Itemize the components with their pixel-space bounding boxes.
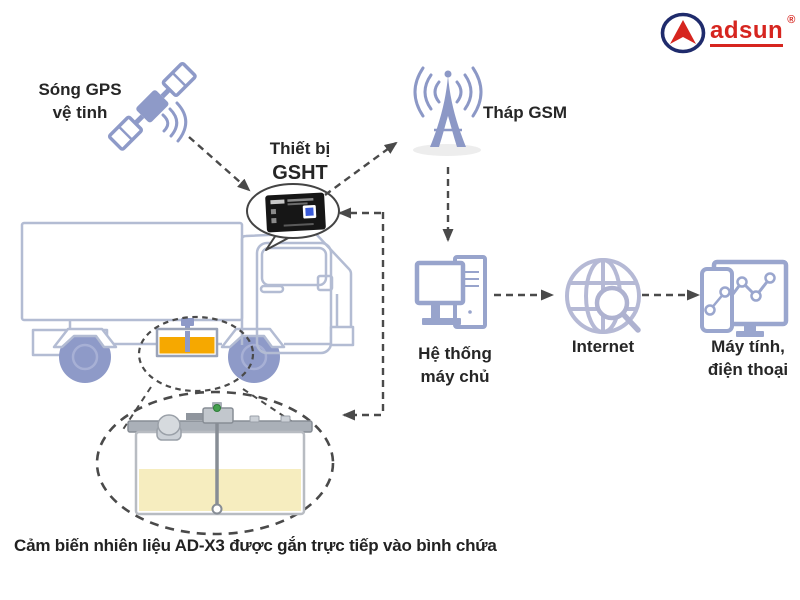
adsun-logo-icon xyxy=(660,12,706,54)
adsun-logo: adsun ® xyxy=(660,12,795,54)
label-gps-line1: Sóng GPS xyxy=(38,80,122,99)
truck-rear-wheel xyxy=(59,331,111,383)
server-computer-icon xyxy=(414,255,487,329)
zoom-detail-ellipse xyxy=(95,390,335,536)
diagram-caption: Cảm biến nhiên liệu AD-X3 được gắn trực … xyxy=(14,536,497,555)
label-internet: Internet xyxy=(571,337,635,356)
label-devices-line2: điện thoại xyxy=(707,360,789,379)
arrow-satellite-to-tracker xyxy=(188,136,251,192)
label-gsm-tower: Tháp GSM xyxy=(483,103,568,122)
label-server-line2: máy chủ xyxy=(420,367,490,386)
globe-search-icon xyxy=(565,258,641,334)
registered-mark: ® xyxy=(787,14,796,26)
truck-illustration xyxy=(20,221,355,383)
zoom-source-circle xyxy=(137,315,255,393)
truck-cargo-box xyxy=(20,221,244,322)
gps-tracker-device-icon xyxy=(265,192,326,233)
fuel-sensor-probe-icon xyxy=(186,402,234,515)
label-client-devices: Máy tính, điện thoại xyxy=(698,335,798,381)
fuel-sensor-tank-icon xyxy=(127,402,313,516)
monitor-phone-chart-icon xyxy=(700,259,789,337)
filler-cap-icon xyxy=(156,414,182,441)
label-tracker-line2: GSHT xyxy=(272,162,328,184)
label-gps-line2: vệ tinh xyxy=(52,103,108,122)
truck-front-mudguard xyxy=(220,327,286,349)
chart-line-icon xyxy=(728,272,776,302)
truck-door-handle xyxy=(259,284,285,294)
label-server: Hệ thống máy chủ xyxy=(403,342,507,388)
label-tracker-device: Thiết bị GSHT xyxy=(252,137,348,187)
gps-satellite-icon xyxy=(107,61,197,151)
label-tracker-line1: Thiết bị xyxy=(269,139,331,158)
label-server-line1: Hệ thống xyxy=(418,344,492,363)
brand-name: adsun xyxy=(710,19,784,47)
truck-fuel-tank xyxy=(155,318,219,358)
tracker-speech-bubble xyxy=(246,183,340,251)
arrow-tracker-to-gsm xyxy=(324,141,398,196)
gsm-tower-icon xyxy=(413,66,483,156)
phone-chart-icon xyxy=(704,286,731,316)
label-gps-satellite: Sóng GPS vệ tinh xyxy=(18,78,142,124)
truck-door-window xyxy=(260,246,328,287)
truck-bumper xyxy=(329,325,355,347)
truck-mirror xyxy=(316,274,334,292)
truck-door xyxy=(255,241,333,355)
truck-rear-mudguard xyxy=(52,327,118,349)
label-devices-line1: Máy tính, xyxy=(711,337,785,356)
